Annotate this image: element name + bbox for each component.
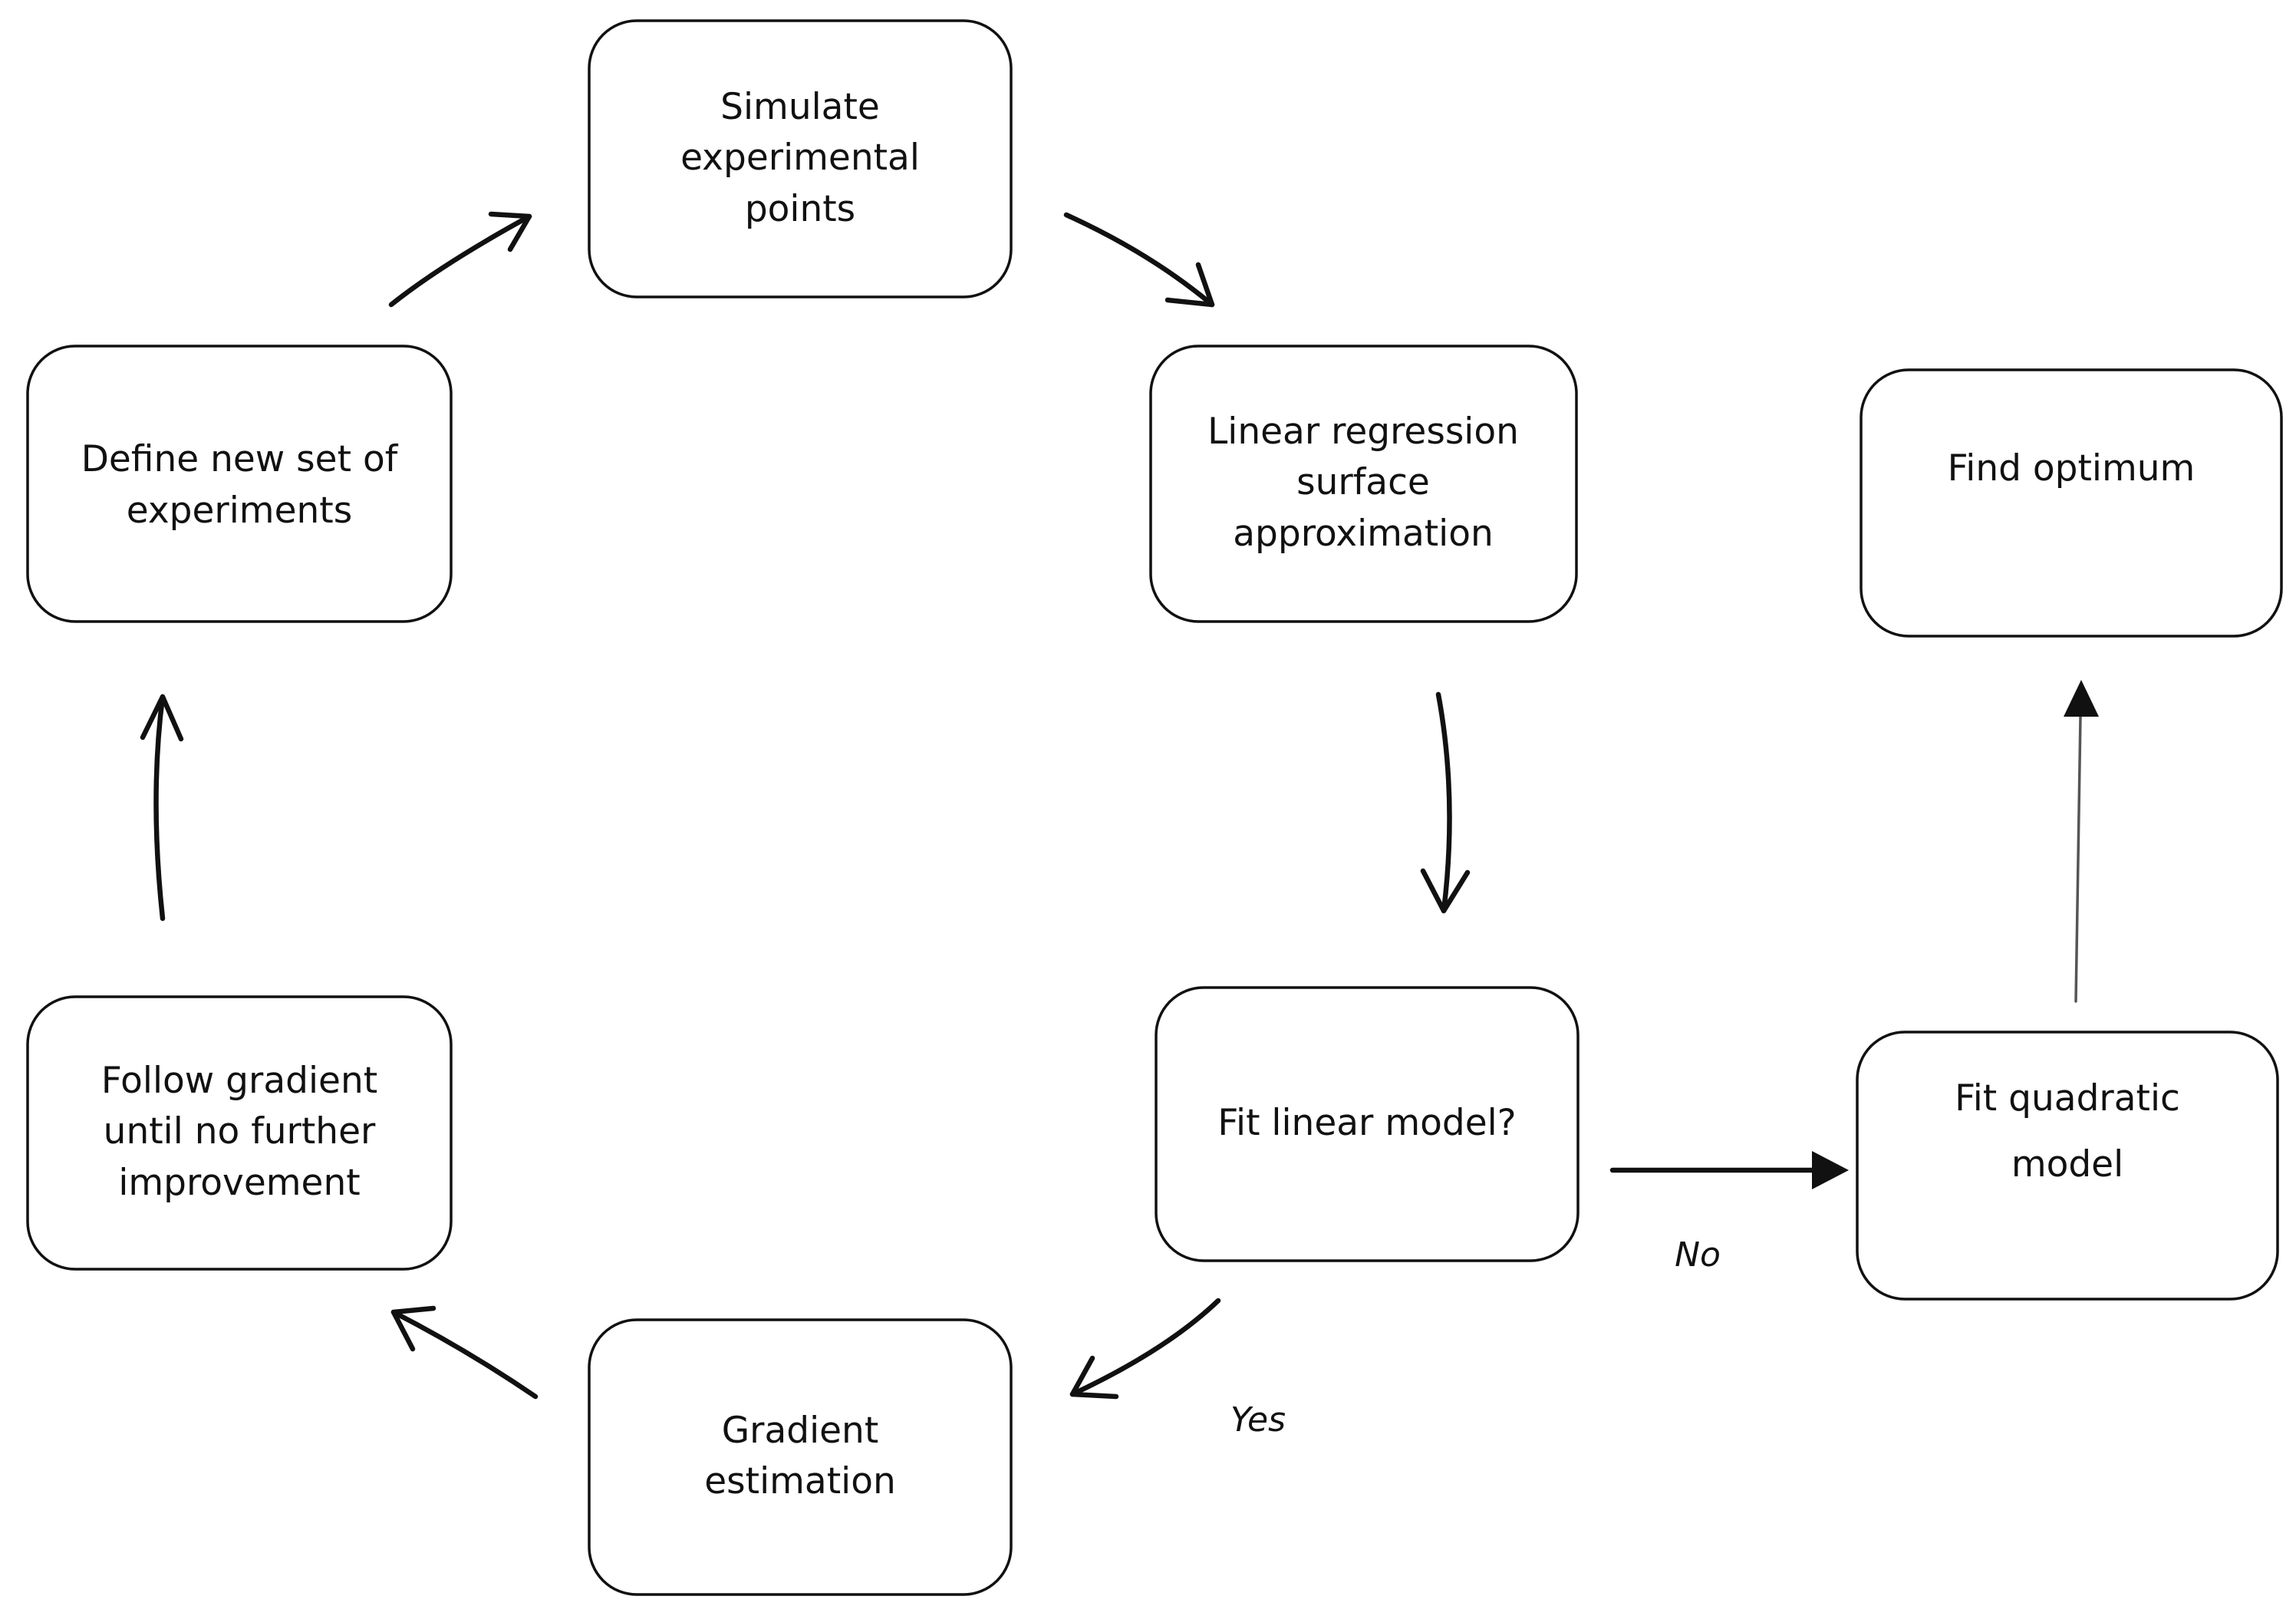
node-define-new-experiments: Define new set of experiments — [26, 345, 453, 623]
edge-label-no: No — [1675, 1235, 1721, 1275]
node-gradient-estimation-label-line-1: Gradient — [722, 1410, 879, 1452]
arrow-fit-linear-to-gradient-estimation — [1069, 1298, 1221, 1400]
node-follow-gradient-label-line-1: Follow gradient — [101, 1060, 377, 1102]
node-find-optimum: Find optimum — [1860, 368, 2283, 638]
node-simulate-label-line-1: Simulate — [720, 86, 880, 128]
arrow-fit-quadratic-to-find-optimum — [2064, 680, 2099, 1003]
node-fit-quadratic-label-line-1: Fit quadratic — [1955, 1077, 2180, 1120]
node-linear-regression-label-line-2: surface — [1296, 461, 1430, 503]
node-simulate-label-line-2: experimental — [680, 137, 920, 179]
node-simulate-experimental-points: Simulate experimental points — [588, 19, 1013, 298]
arrow-fit-linear-to-fit-quadratic — [1609, 1151, 1849, 1189]
node-gradient-estimation: Gradient estimation — [588, 1318, 1013, 1596]
node-follow-gradient-label-line-3: improvement — [118, 1162, 360, 1204]
arrow-gradient-estimation-to-follow-gradient — [390, 1305, 539, 1400]
node-find-optimum-label-line-1: Find optimum — [1948, 447, 2196, 490]
node-linear-regression-label-line-3: approximation — [1233, 513, 1494, 555]
node-fit-quadratic-model: Fit quadratic model — [1856, 1031, 2279, 1301]
arrow-follow-gradient-to-define-new — [140, 694, 184, 922]
node-gradient-estimation-label-line-2: estimation — [704, 1460, 896, 1502]
arrow-simulate-to-linear-regression — [1063, 212, 1215, 308]
node-fit-linear-label-line-1: Fit linear model? — [1217, 1102, 1516, 1144]
arrow-define-to-simulate — [388, 211, 532, 308]
node-linear-regression-label-line-1: Linear regression — [1207, 411, 1519, 453]
node-follow-gradient-label-line-2: until no further — [104, 1110, 376, 1153]
edge-label-yes: Yes — [1230, 1400, 1286, 1440]
node-fit-linear-model: Fit linear model? — [1155, 986, 1580, 1262]
node-follow-gradient: Follow gradient until no further improve… — [26, 995, 453, 1271]
node-simulate-label-line-3: points — [745, 188, 855, 230]
node-linear-regression: Linear regression surface approximation — [1149, 345, 1578, 623]
node-define-new-label-line-1: Define new set of — [81, 438, 399, 480]
node-define-new-label-line-2: experiments — [127, 490, 352, 532]
node-fit-quadratic-label-line-2: model — [2011, 1143, 2123, 1186]
arrow-linear-regression-to-fit-linear — [1420, 691, 1471, 914]
